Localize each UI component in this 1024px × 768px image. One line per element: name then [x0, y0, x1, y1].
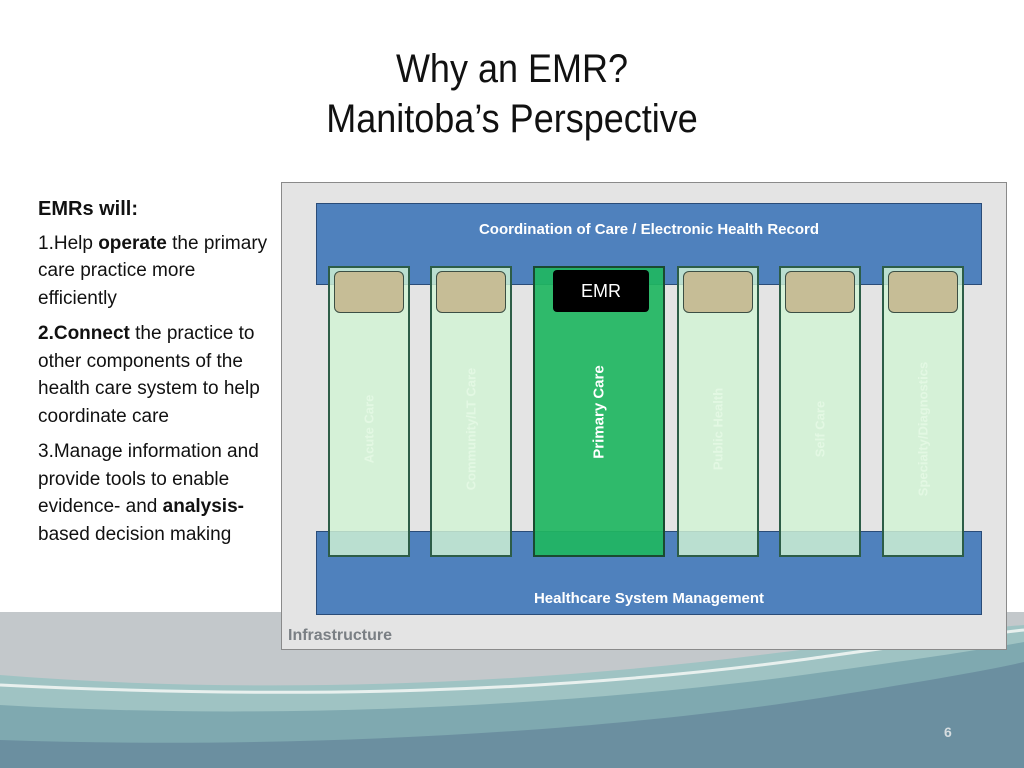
benefit-item-3: 3.Manage information and provide tools t… [38, 438, 270, 548]
item3-rest: based decision making [38, 523, 232, 545]
item1-bold: operate [98, 232, 167, 254]
title-line-2: Manitoba’s Perspective [326, 97, 698, 141]
pillar-public-health: Public Health [677, 266, 759, 557]
pillar-specialty-diagnostics: Specialty/Diagnostics [882, 266, 964, 557]
pillar-label: Public Health [710, 387, 726, 470]
pillar-community-lt-care: Community/LT Care [430, 266, 512, 557]
pillar-cap [888, 271, 958, 313]
pillar-label: Acute Care [361, 394, 377, 464]
pillar-label: Specialty/Diagnostics [915, 361, 931, 496]
slide-title: Why an EMR? Manitoba’s Perspective [0, 44, 1024, 144]
item1-prefix: 1.Help [38, 232, 99, 254]
benefit-item-1: 1.Help operate the primary care practice… [38, 230, 270, 313]
title-line-1: Why an EMR? [395, 47, 629, 91]
infrastructure-label: Infrastructure [288, 627, 393, 644]
emr-badge: EMR [553, 270, 649, 312]
health-system-diagram: Coordination of Care / Electronic Health… [281, 182, 1007, 650]
emr-benefits-text: EMRs will: 1.Help operate the primary ca… [38, 196, 270, 556]
pillar-cap [785, 271, 855, 313]
item1-rest: the primary care practice more efficient… [38, 232, 268, 309]
item3-bold: analysis- [162, 496, 244, 517]
pillar-cap [334, 271, 404, 313]
pillar-self-care: Self Care [779, 266, 861, 557]
page-number: 6 [944, 724, 952, 740]
pillar-cap [683, 271, 753, 313]
item2-bold: 2.Connect [38, 323, 130, 344]
pillar-label: Community/LT Care [463, 367, 479, 490]
item3-prefix: 3.Manage information and provide tools t… [38, 441, 259, 517]
benefit-item-2: 2.Connect the practice to other componen… [38, 320, 270, 430]
pillar-primary-care: Primary Care [533, 266, 665, 557]
bottom-band-label: Healthcare System Management [533, 590, 765, 607]
pillar-label: Self Care [812, 400, 828, 457]
benefits-heading: EMRs will: [38, 198, 139, 220]
pillar-cap [436, 271, 506, 313]
pillar-label: Primary Care [590, 364, 608, 459]
pillar-acute-care: Acute Care [328, 266, 410, 557]
item2-rest: the practice to other components of the … [38, 323, 260, 427]
